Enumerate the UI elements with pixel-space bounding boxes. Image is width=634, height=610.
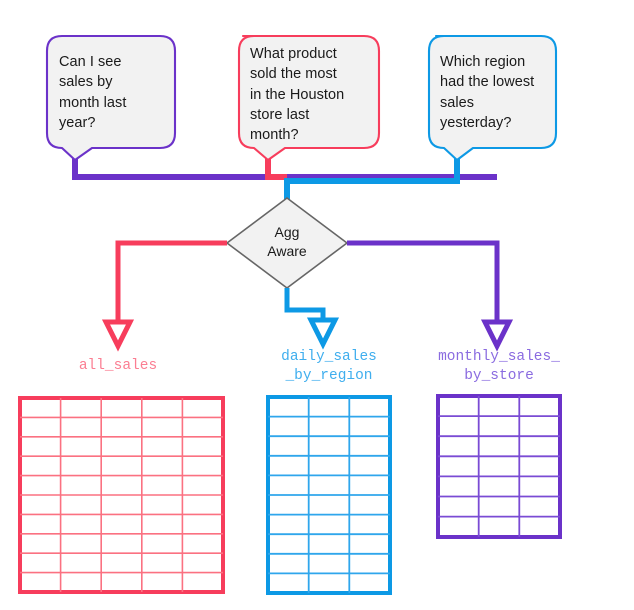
speech-bubble-houston-product[interactable] <box>237 34 381 162</box>
agg-aware-label: Agg Aware <box>267 224 307 259</box>
speech-bubble-month-last-year[interactable] <box>45 34 177 162</box>
speech-bubble-lowest-region[interactable] <box>427 34 558 162</box>
connector-purple-bus <box>72 155 497 180</box>
connector-purple-out <box>347 240 500 322</box>
table-label-daily-sales-by-region: daily_sales _by_region <box>281 349 377 385</box>
arrowhead-blue-daily-sales <box>306 317 340 350</box>
table-daily-sales-by-region[interactable] <box>266 395 392 595</box>
speech-bubble-text-houston-product: What product sold the most in the Housto… <box>250 46 345 144</box>
table-all-sales-gridlines <box>20 398 223 592</box>
arrowhead-pink-all-sales <box>101 319 135 352</box>
table-label-monthly-sales-by-store: monthly_sales_ by_store <box>438 349 560 385</box>
connector-blue-out <box>284 288 326 322</box>
connector-pink-bus <box>265 155 287 180</box>
table-monthly-sales-gridlines <box>438 396 560 537</box>
table-monthly-sales-outline <box>436 394 562 539</box>
speech-bubble-text-month-last-year: Can I see sales by month last year? <box>59 54 127 131</box>
table-monthly-sales-by-store[interactable] <box>436 394 562 539</box>
connector-blue-bus <box>284 155 460 200</box>
table-all-sales[interactable] <box>18 396 225 594</box>
connector-pink-out <box>115 240 227 322</box>
table-label-all-sales: all_sales <box>78 358 158 374</box>
speech-bubble-text-lowest-region: Which region had the lowest sales yester… <box>440 54 535 131</box>
arrowhead-purple-monthly-sales <box>480 319 514 352</box>
table-daily-sales-gridlines <box>268 397 390 593</box>
